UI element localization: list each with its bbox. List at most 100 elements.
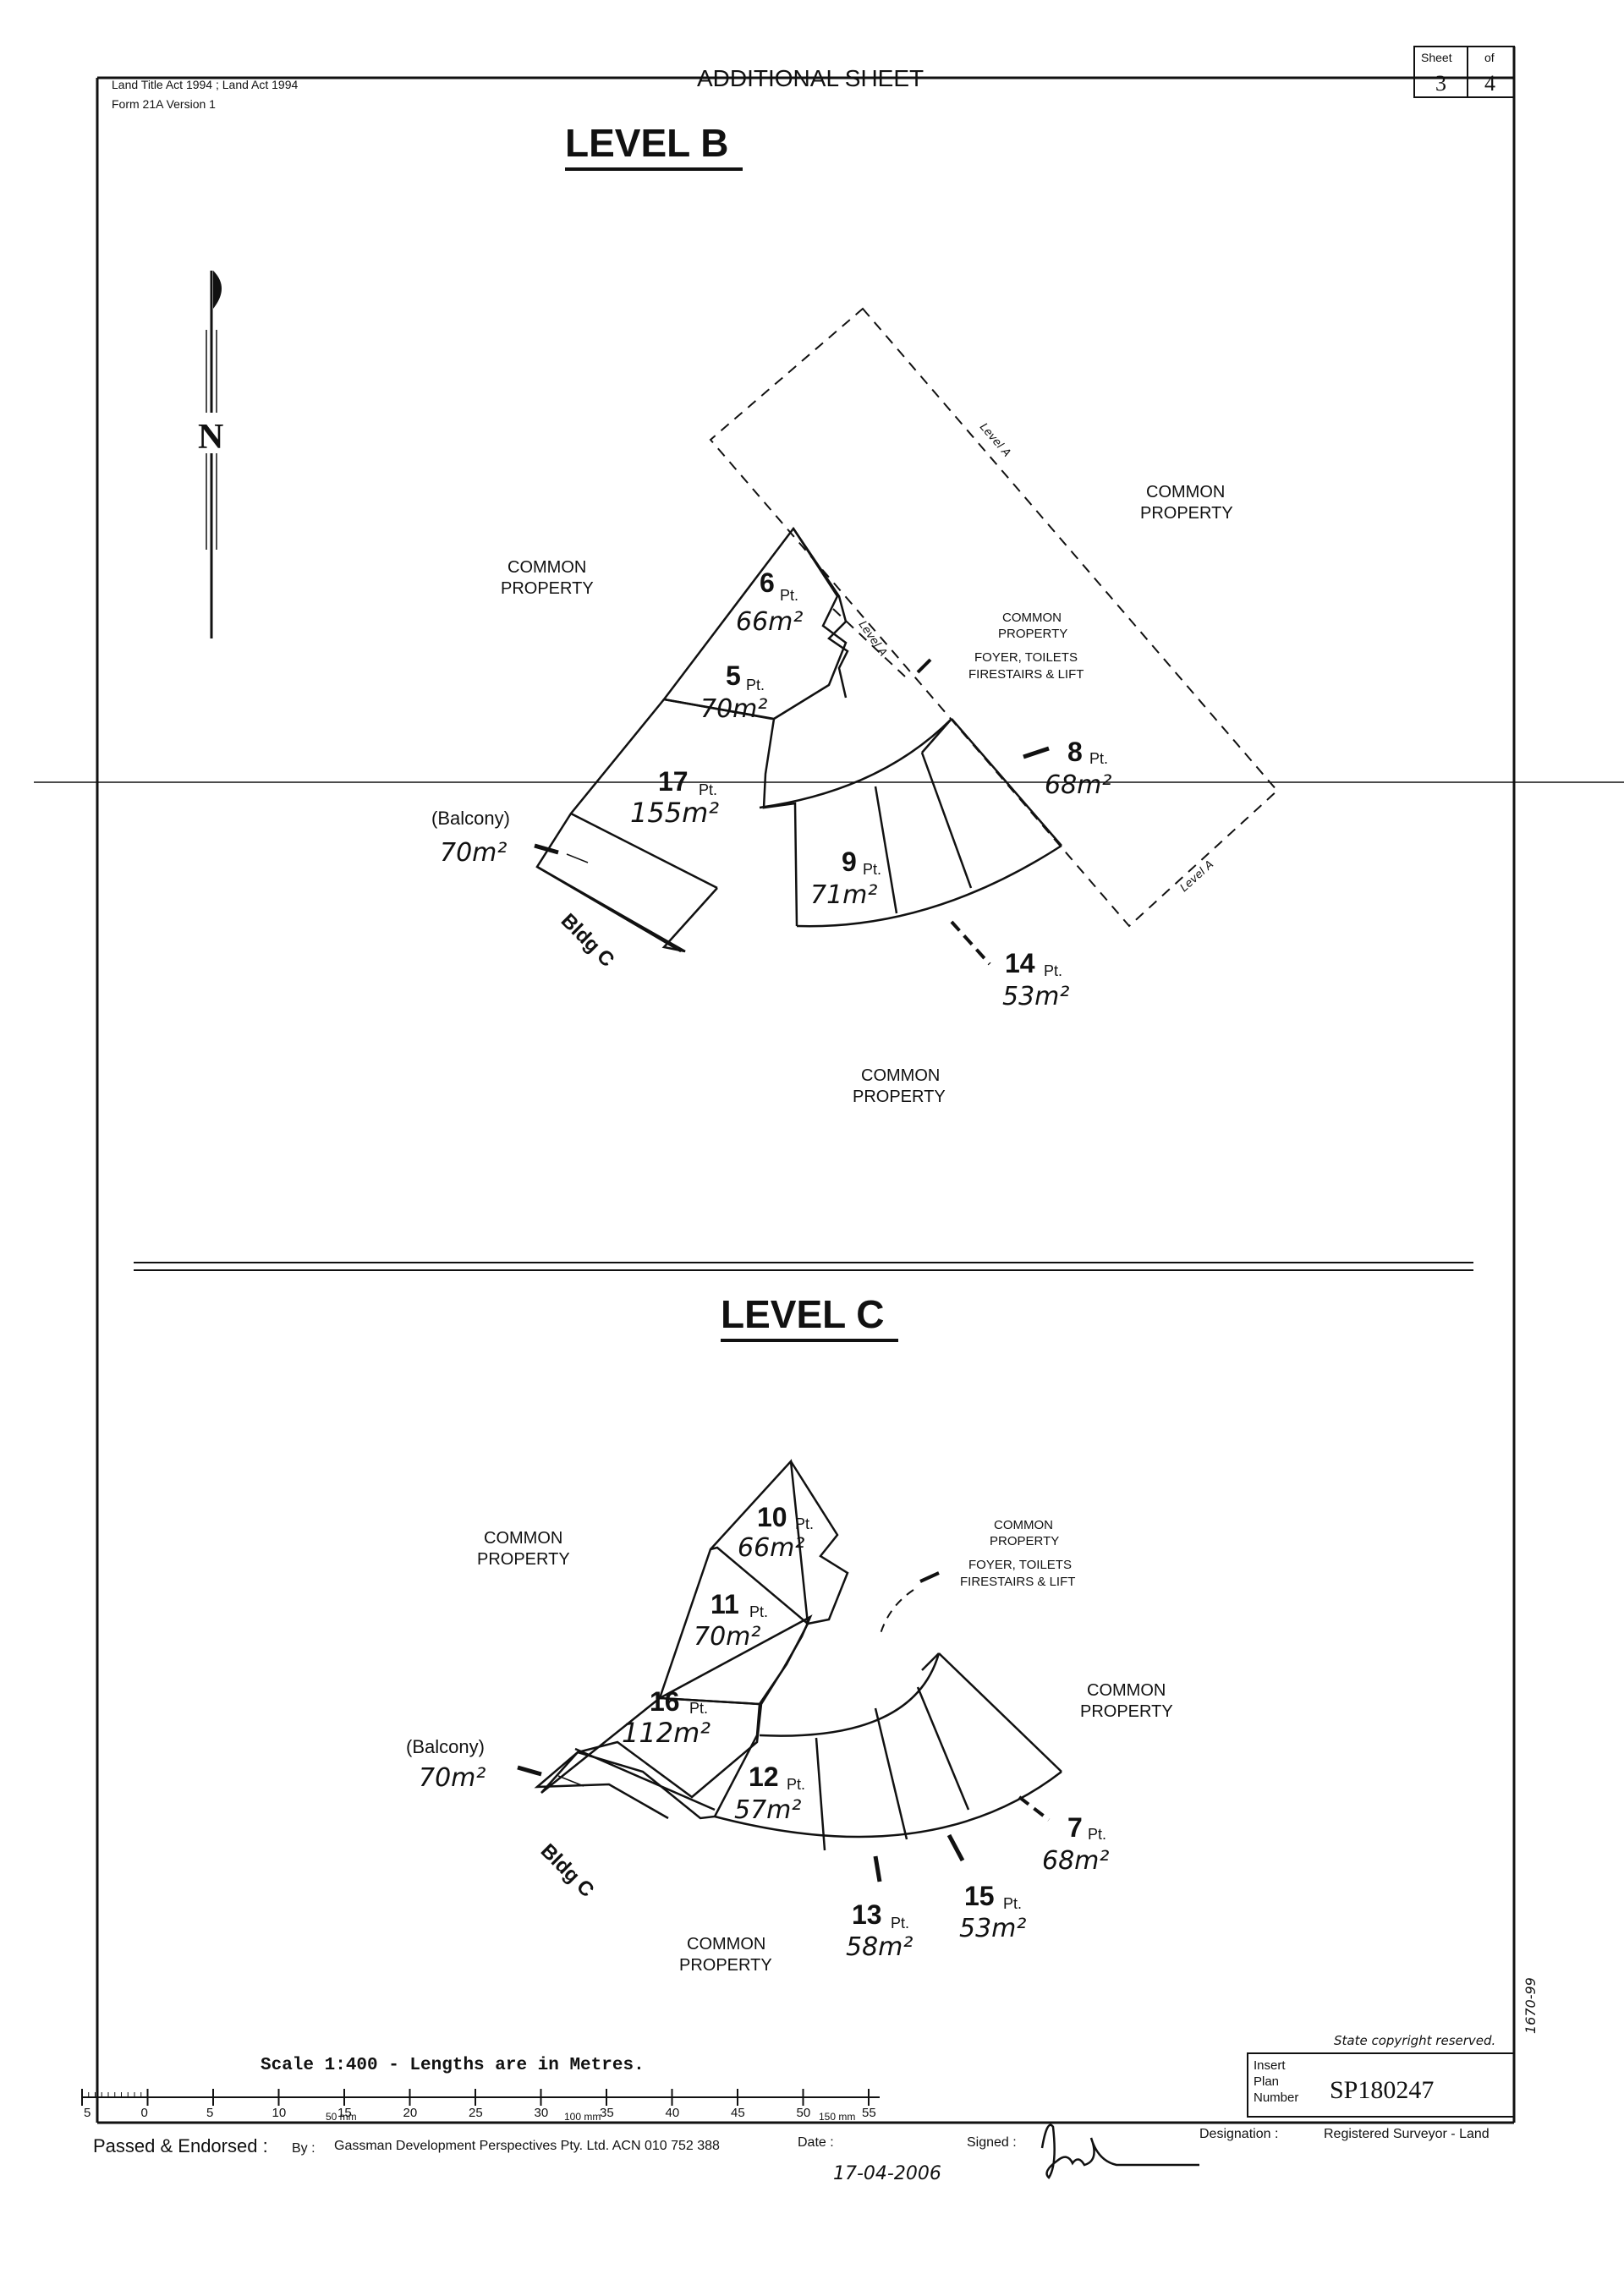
lot-13-label: 13 Pt. 58m² (846, 1855, 913, 1962)
svg-text:Plan: Plan (1254, 2074, 1279, 2089)
header: Land Title Act 1994 ; Land Act 1994 Form… (112, 46, 1515, 111)
svg-text:Pt.: Pt. (1044, 962, 1062, 979)
svg-text:5: 5 (726, 660, 741, 691)
svg-text:Pt.: Pt. (787, 1776, 805, 1793)
designation-label: Designation : (1199, 2127, 1278, 2141)
north-arrow-head-icon (213, 271, 222, 309)
lot-6-label: 6 Pt. 66m² (736, 567, 803, 637)
svg-text:53m²: 53m² (1002, 982, 1069, 1011)
svg-text:Pt.: Pt. (1089, 750, 1108, 767)
scale-tick-label: 10 (272, 2106, 287, 2120)
level-a-label-3: Level A (1178, 858, 1216, 895)
sheet-total: 4 (1484, 71, 1495, 96)
level-b-balcony-label: (Balcony) 70m² (431, 808, 589, 868)
level-c-lot-outlines (534, 1459, 1062, 1851)
svg-text:12: 12 (749, 1762, 779, 1792)
svg-text:FOYER, TOILETS: FOYER, TOILETS (974, 650, 1078, 665)
level-b-foyer-label: COMMON PROPERTY FOYER, TOILETS FIRESTAIR… (916, 611, 1084, 682)
svg-text:70m²: 70m² (419, 1763, 486, 1793)
svg-text:15: 15 (964, 1881, 995, 1911)
of-label: of (1484, 51, 1495, 64)
svg-text:58m²: 58m² (846, 1932, 913, 1962)
svg-text:PROPERTY: PROPERTY (501, 579, 594, 598)
svg-text:COMMON: COMMON (508, 558, 586, 577)
sheet-border (34, 47, 1624, 2124)
svg-text:FIRESTAIRS & LIFT: FIRESTAIRS & LIFT (960, 1575, 1075, 1589)
svg-text:10: 10 (757, 1502, 787, 1532)
sheet-number: 3 (1435, 71, 1446, 96)
mm-tick-150: 150 mm (819, 2111, 855, 2123)
scale-tick-label: 25 (469, 2106, 483, 2120)
scale-tick-label: 50 (797, 2106, 811, 2120)
lot-14-label: 14 Pt. 53m² (950, 920, 1069, 1011)
side-code: 1670-99 (1522, 1977, 1539, 2034)
plan-number: SP180247 (1330, 2076, 1434, 2104)
lot-8-label: 8 Pt. 68m² (1023, 737, 1111, 800)
svg-text:FOYER, TOILETS: FOYER, TOILETS (968, 1558, 1072, 1572)
lot-17-label: 17 Pt. 155m² (630, 766, 719, 829)
level-c-bldg-label: Bldg C (536, 1839, 599, 1902)
level-b-common-s: COMMON PROPERTY (853, 1066, 946, 1106)
level-b-lot-outlines (535, 526, 1062, 953)
lot-16-label: 16 Pt. 112m² (622, 1686, 710, 1749)
svg-text:Pt.: Pt. (746, 677, 765, 693)
svg-text:112m²: 112m² (622, 1717, 710, 1749)
north-arrow: N (195, 271, 230, 638)
by-value: Gassman Development Perspectives Pty. Lt… (334, 2139, 720, 2153)
date-label: Date : (798, 2135, 834, 2150)
svg-text:17: 17 (658, 766, 689, 797)
plan-number-box: Insert Plan Number SP180247 (1247, 2052, 1515, 2118)
svg-text:PROPERTY: PROPERTY (1080, 1702, 1173, 1721)
svg-text:Number: Number (1254, 2091, 1298, 2105)
mm-tick-50: 50 mm (326, 2111, 357, 2123)
scale-tick-label: 30 (535, 2106, 549, 2120)
svg-text:66m²: 66m² (736, 607, 803, 637)
svg-text:68m²: 68m² (1045, 770, 1111, 800)
sheet-label: Sheet (1421, 51, 1452, 64)
svg-text:68m²: 68m² (1042, 1846, 1109, 1876)
level-c-foyer-label: COMMON PROPERTY FOYER, TOILETS FIRESTAIR… (879, 1518, 1075, 1637)
copyright-note: State copyright reserved. (1334, 2033, 1495, 2048)
level-c-balcony-label: (Balcony) 70m² (406, 1736, 584, 1793)
svg-text:Insert: Insert (1254, 2058, 1286, 2073)
svg-text:(Balcony): (Balcony) (431, 808, 510, 829)
level-a-footprint (709, 307, 1279, 928)
designation-value: Registered Surveyor - Land (1324, 2127, 1490, 2141)
level-c-common-nw: COMMON PROPERTY (477, 1529, 570, 1569)
scale-tick-label: 35 (600, 2106, 614, 2120)
svg-text:8: 8 (1067, 737, 1083, 767)
endorsement-line: Passed & Endorsed : By : Gassman Develop… (93, 2123, 1490, 2184)
svg-text:PROPERTY: PROPERTY (998, 627, 1067, 641)
lot-10-label: 10 Pt. 66m² (738, 1502, 814, 1563)
svg-text:PROPERTY: PROPERTY (679, 1956, 772, 1975)
svg-text:(Balcony): (Balcony) (406, 1736, 485, 1757)
svg-text:13: 13 (852, 1899, 882, 1930)
level-c-plan: LEVEL C 10 Pt. 66m² 11 Pt. 70m² (406, 1292, 1173, 1975)
sheet-title: ADDITIONAL SHEET (697, 65, 924, 91)
level-a-label-1: Level A (977, 421, 1013, 460)
scale-tick-label: 55 (862, 2106, 876, 2120)
level-b-common-nw: COMMON PROPERTY (501, 558, 594, 598)
svg-text:FIRESTAIRS & LIFT: FIRESTAIRS & LIFT (968, 667, 1084, 682)
surveyor-signature (1040, 2123, 1199, 2179)
svg-text:PROPERTY: PROPERTY (853, 1088, 946, 1106)
svg-text:71m²: 71m² (810, 880, 877, 910)
scale-tick-label: 40 (666, 2106, 680, 2120)
svg-text:Pt.: Pt. (1088, 1826, 1106, 1843)
sheet-number-box: Sheet of 3 4 (1413, 46, 1515, 98)
svg-text:70m²: 70m² (694, 1622, 760, 1652)
svg-text:COMMON: COMMON (861, 1066, 940, 1085)
level-c-common-e: COMMON PROPERTY (1080, 1681, 1173, 1721)
signed-label: Signed : (967, 2135, 1017, 2150)
svg-text:9: 9 (842, 847, 857, 877)
lot-12-label: 12 Pt. 57m² (734, 1762, 805, 1825)
svg-text:Pt.: Pt. (795, 1515, 814, 1532)
svg-text:7: 7 (1067, 1812, 1083, 1843)
scale-tick-label: 45 (731, 2106, 745, 2120)
svg-text:Pt.: Pt. (1003, 1895, 1022, 1912)
scale-tick-label: 0 (141, 2106, 148, 2120)
scale-text: Scale 1:400 - Lengths are in Metres. (261, 2056, 645, 2075)
